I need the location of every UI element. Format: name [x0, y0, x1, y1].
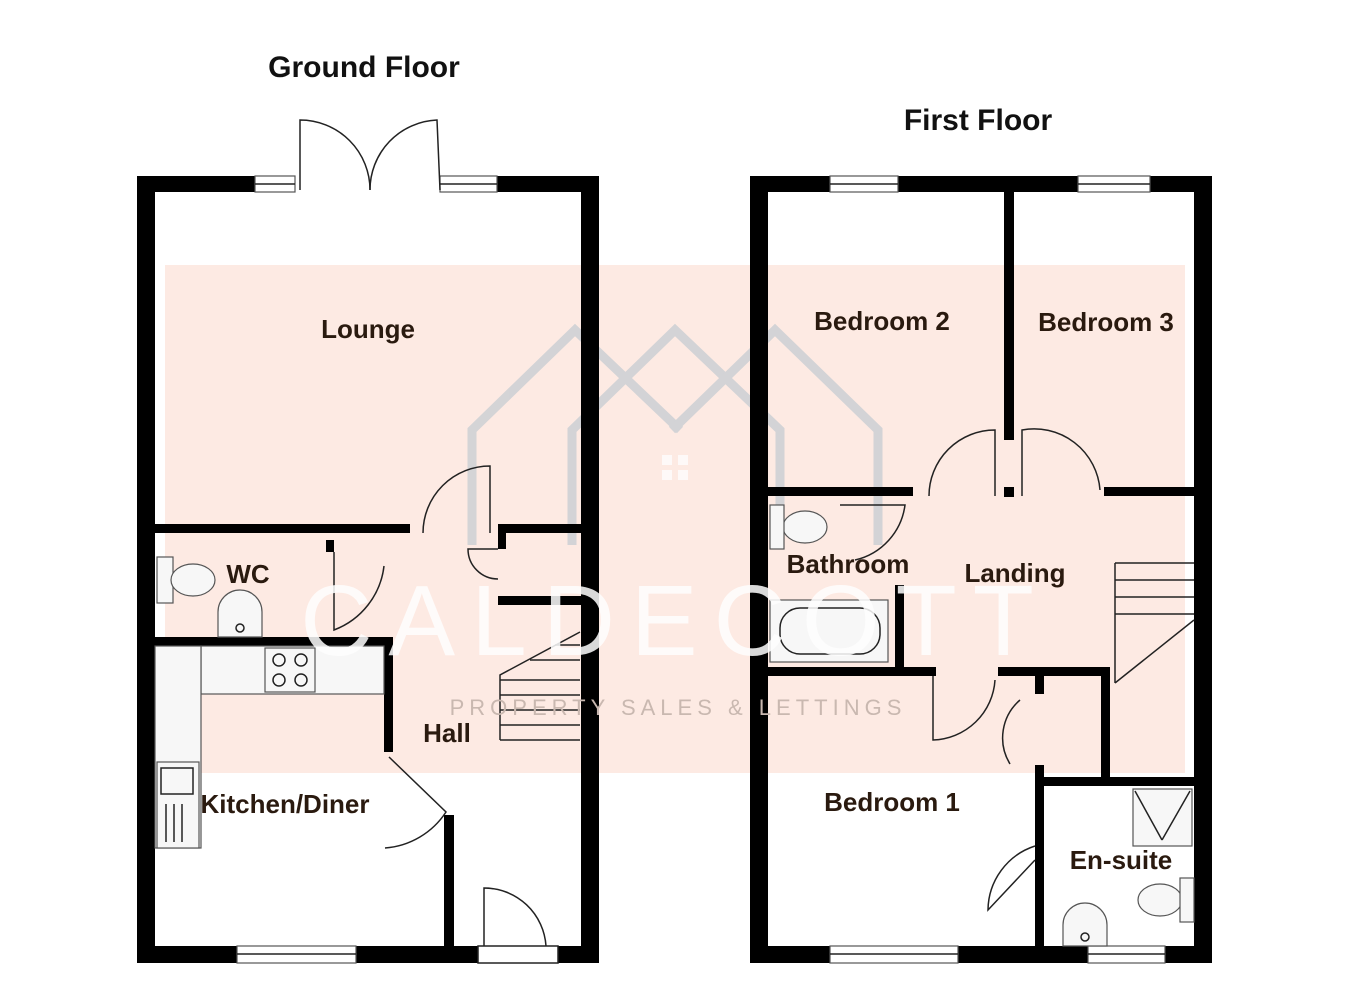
room-label-hall: Hall [423, 718, 471, 748]
basin-icon [1062, 902, 1108, 947]
room-label-lounge: Lounge [321, 314, 415, 344]
room-label-kitchen: Kitchen/Diner [200, 789, 369, 819]
shower-icon [1132, 788, 1193, 847]
first-floor-title: First Floor [904, 104, 1053, 137]
watermark-tagline: PROPERTY SALES & LETTINGS [450, 695, 907, 720]
room-label-bedroom-1: Bedroom 1 [824, 787, 960, 817]
toilet-icon [156, 556, 216, 604]
basin-icon [217, 589, 263, 638]
first-floor-plan [750, 175, 1212, 964]
bath-icon [769, 599, 889, 663]
toilet-icon [769, 504, 828, 550]
ground-floor-title: Ground Floor [268, 51, 460, 84]
room-label-wc: WC [226, 559, 270, 589]
stairs-icon [499, 631, 581, 741]
room-label-ensuite: En-suite [1070, 845, 1173, 875]
room-label-bedroom-2: Bedroom 2 [814, 306, 950, 336]
toilet-icon [1137, 877, 1195, 923]
stairs-icon [1114, 562, 1195, 684]
sink-icon [156, 761, 200, 849]
watermark-name: CALDECOTT [300, 565, 1050, 677]
ground-floor-plan [137, 119, 599, 964]
room-label-bathroom: Bathroom [787, 549, 910, 579]
room-label-bedroom-3: Bedroom 3 [1038, 307, 1174, 337]
hob-icon [264, 647, 316, 693]
room-label-landing: Landing [964, 558, 1065, 588]
